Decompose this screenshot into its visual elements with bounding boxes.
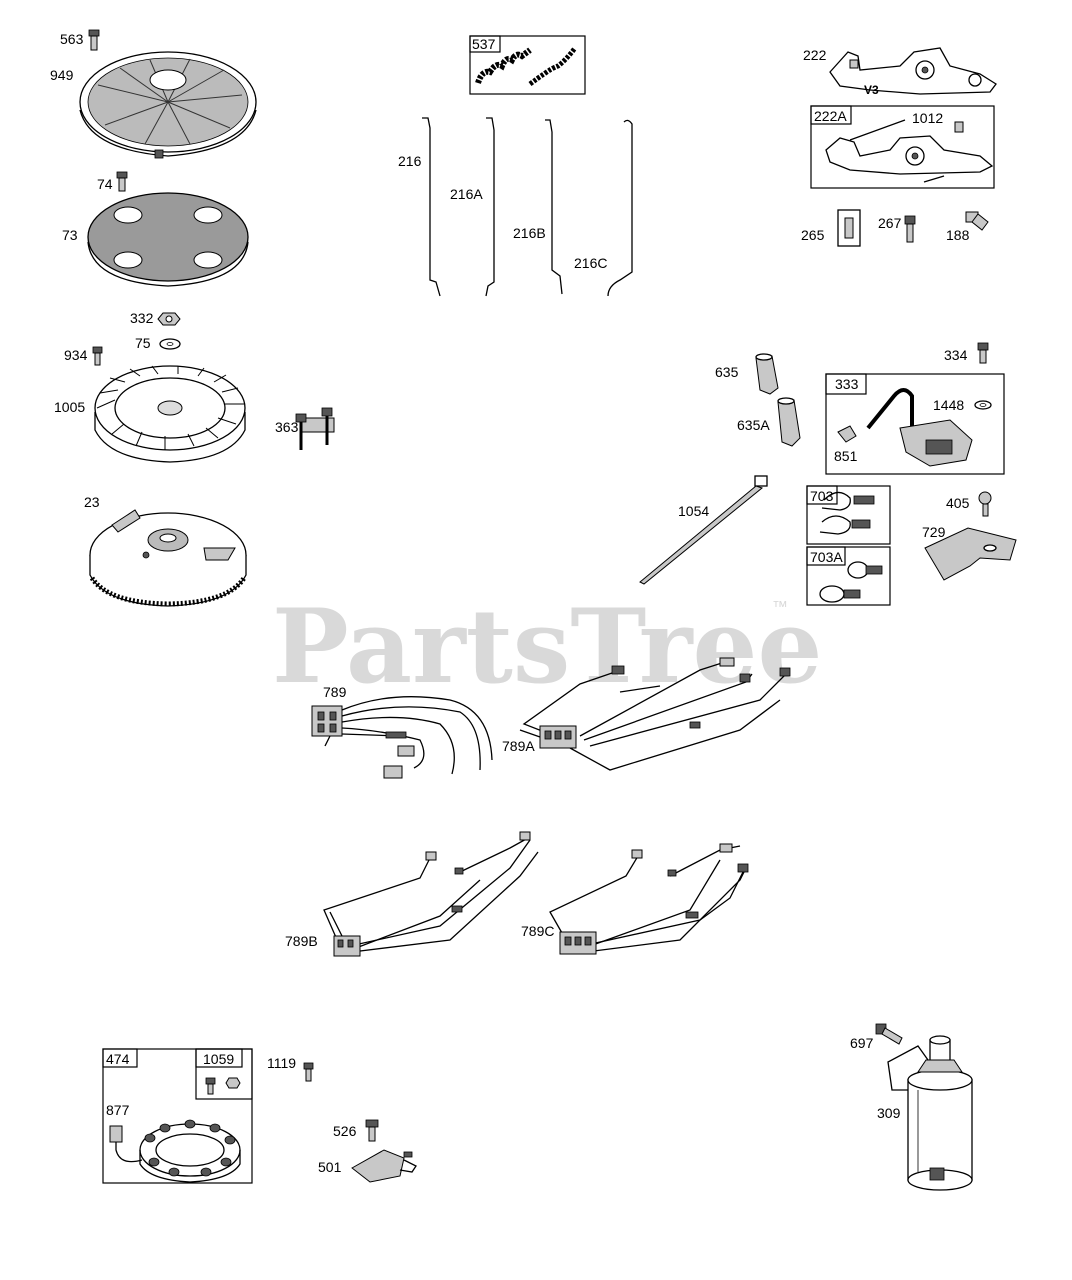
label-635A: 635A — [737, 417, 770, 433]
label-949: 949 — [50, 67, 74, 83]
label-73: 73 — [62, 227, 78, 243]
part-405-screw[interactable] — [978, 491, 992, 517]
part-789A-wiring-harness[interactable] — [519, 657, 791, 771]
label-309: 309 — [877, 1105, 901, 1121]
part-216A-link[interactable] — [485, 117, 495, 297]
label-222A: 222A — [814, 108, 847, 124]
label-789A: 789A — [502, 738, 535, 754]
part-363-bracket[interactable] — [295, 407, 335, 450]
part-703-clamp-box[interactable] — [806, 485, 891, 545]
part-216B-link[interactable] — [545, 119, 563, 295]
label-23: 23 — [84, 494, 100, 510]
label-216: 216 — [398, 153, 422, 169]
label-526: 526 — [333, 1123, 357, 1139]
part-789C-wiring-harness[interactable] — [549, 843, 749, 955]
part-23-flywheel[interactable] — [89, 509, 247, 607]
part-949-blower-housing[interactable] — [79, 51, 257, 159]
part-1005-flywheel-fan[interactable] — [94, 365, 246, 463]
label-537: 537 — [472, 36, 496, 52]
label-1448: 1448 — [933, 397, 964, 413]
part-1119-screw[interactable] — [303, 1062, 314, 1082]
part-537-springs-box[interactable] — [469, 35, 586, 95]
label-501: 501 — [318, 1159, 342, 1175]
part-265-clip[interactable] — [837, 209, 861, 247]
part-934-screw[interactable] — [92, 346, 103, 366]
part-703A-clamp-box[interactable] — [806, 546, 891, 606]
part-635-spark-plug-boot[interactable] — [755, 353, 779, 395]
label-703: 703 — [810, 488, 834, 504]
label-789B: 789B — [285, 933, 318, 949]
label-729: 729 — [922, 524, 946, 540]
part-216-link[interactable] — [422, 117, 441, 297]
label-1054: 1054 — [678, 503, 709, 519]
label-789C: 789C — [521, 923, 554, 939]
label-363: 363 — [275, 419, 299, 435]
part-789-wiring-harness[interactable] — [311, 696, 493, 779]
label-75: 75 — [135, 335, 151, 351]
part-309-starter-motor[interactable] — [887, 1035, 973, 1191]
label-265: 265 — [801, 227, 825, 243]
label-332: 332 — [130, 310, 154, 326]
part-222-control-bracket[interactable] — [829, 47, 997, 95]
part-73-rotating-screen[interactable] — [87, 192, 249, 287]
label-1059: 1059 — [203, 1051, 234, 1067]
label-333: 333 — [835, 376, 859, 392]
label-74: 74 — [97, 176, 113, 192]
label-789: 789 — [323, 684, 347, 700]
label-216C: 216C — [574, 255, 607, 271]
label-563: 563 — [60, 31, 84, 47]
label-216B: 216B — [513, 225, 546, 241]
label-334: 334 — [944, 347, 968, 363]
part-333-ignition-coil-box[interactable] — [825, 373, 1005, 475]
label-703A: 703A — [810, 549, 843, 565]
label-474: 474 — [106, 1051, 130, 1067]
part-75-washer[interactable] — [159, 338, 181, 350]
part-697-bolt[interactable] — [875, 1023, 903, 1045]
part-635A-spark-plug-boot[interactable] — [777, 397, 801, 447]
watermark-trademark: ™ — [772, 599, 788, 616]
watermark-text: PartsTree — [272, 587, 822, 707]
part-729-plate[interactable] — [924, 527, 1017, 581]
part-74-screw[interactable] — [116, 171, 128, 192]
part-474-alternator-box[interactable] — [102, 1048, 253, 1184]
part-501-regulator[interactable] — [351, 1149, 417, 1183]
label-267: 267 — [878, 215, 902, 231]
label-405: 405 — [946, 495, 970, 511]
part-563-screw[interactable] — [88, 29, 100, 51]
part-267-screw[interactable] — [904, 215, 916, 243]
label-1012: 1012 — [912, 110, 943, 126]
label-216A: 216A — [450, 186, 483, 202]
part-216C-link[interactable] — [607, 119, 633, 297]
label-222: 222 — [803, 47, 827, 63]
part-526-screw[interactable] — [365, 1119, 379, 1142]
part-332-nut[interactable] — [157, 312, 181, 326]
label-877: 877 — [106, 1102, 130, 1118]
part-1054-cable-tie[interactable] — [639, 475, 768, 585]
label-1005: 1005 — [54, 399, 85, 415]
label-1119: 1119 — [267, 1055, 296, 1071]
part-334-screw[interactable] — [977, 342, 989, 364]
label-851: 851 — [834, 448, 858, 464]
part-222A-control-bracket-box[interactable] — [810, 105, 995, 189]
label-635: 635 — [715, 364, 739, 380]
part-188-bolt[interactable] — [965, 211, 989, 231]
label-697: 697 — [850, 1035, 874, 1051]
label-188: 188 — [946, 227, 970, 243]
label-934: 934 — [64, 347, 88, 363]
part-789B-wiring-harness[interactable] — [323, 831, 539, 957]
label-v3: V3 — [864, 83, 879, 97]
